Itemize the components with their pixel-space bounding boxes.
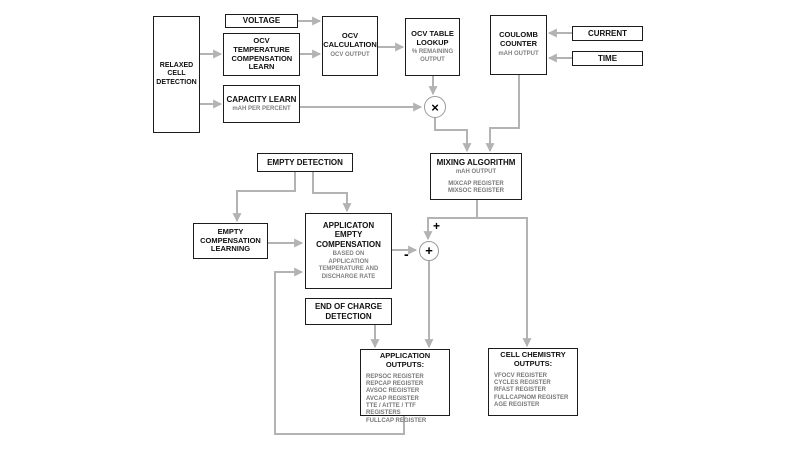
node-subtitle: % REMAINING OUTPUT: [411, 49, 454, 63]
node-subtitle: BASED ON APPLICATION TEMPERATURE AND DIS…: [318, 251, 379, 280]
summer-negative-label: -: [404, 246, 409, 262]
register-item: AVCAP REGISTER: [366, 395, 419, 402]
register-item: RFAST REGISTER: [494, 387, 547, 394]
node-empty-compensation-learning: EMPTY COMPENSATION LEARNING: [193, 223, 268, 259]
summer-node: +: [419, 241, 439, 261]
node-current: CURRENT: [572, 26, 643, 41]
register-item: TTE / AtTTE / TTF REGISTERS: [366, 402, 416, 417]
node-title: CAPACITY LEARN: [226, 94, 297, 104]
register-item: MIXCAP REGISTER: [448, 180, 504, 187]
node-time: TIME: [572, 51, 643, 66]
node-title: MIXING ALGORITHM: [436, 157, 516, 167]
node-title: EMPTY DETECTION: [267, 157, 343, 167]
node-title: OCV TEMPERATURE COMPENSATION LEARN: [231, 35, 293, 72]
node-subtitle: OCV OUTPUT: [330, 52, 370, 59]
node-title: OCV TABLE LOOKUP: [411, 28, 454, 47]
connector-emptydet-to-appemptycomp: [312, 172, 352, 213]
node-end-of-charge-detection: END OF CHARGE DETECTION: [305, 298, 392, 325]
node-voltage: VOLTAGE: [225, 14, 298, 28]
node-subtitle: mAH OUTPUT: [455, 169, 497, 176]
register-item: REPCAP REGISTER: [366, 381, 424, 387]
node-subtitle: mAH PER PERCENT: [232, 105, 291, 112]
node-application-empty-compensation: APPLICATON EMPTY COMPENSATION BASED ON A…: [305, 213, 392, 289]
node-title: CURRENT: [587, 28, 628, 38]
multiply-icon: ×: [431, 99, 439, 115]
register-item: FULLCAP REGISTER: [366, 417, 427, 424]
register-item: VFOCV REGISTER: [494, 372, 548, 379]
node-title: TIME: [597, 53, 618, 63]
connector-mixing-to-cellchem: [477, 217, 532, 348]
node-title: COULOMB COUNTER: [499, 30, 538, 49]
node-subtitle: mAH OUTPUT: [498, 51, 539, 58]
node-relaxed-cell-detection: RELAXED CELL DETECTION: [153, 16, 200, 133]
node-title: EMPTY COMPENSATION LEARNING: [200, 226, 261, 254]
node-mixing-algorithm: MIXING ALGORITHM mAH OUTPUT MIXCAP REGIS…: [430, 153, 522, 200]
node-title: CELL CHEMISTRY OUTPUTS:: [500, 350, 566, 368]
register-item: REPSOC REGISTER: [366, 373, 424, 380]
register-item: AGE REGISTER: [494, 401, 540, 408]
register-item: CYCLES REGISTER: [494, 380, 551, 386]
node-title: APPLICATION OUTPUTS:: [379, 351, 431, 369]
node-empty-detection: EMPTY DETECTION: [257, 153, 353, 172]
register-item: MIXSOC REGISTER: [447, 187, 504, 194]
summer-positive-label: +: [433, 219, 441, 233]
connector-coulomb-to-mixing: [485, 75, 520, 153]
multiplier-node: ×: [424, 96, 446, 118]
register-item: AVSOC REGISTER: [366, 388, 420, 395]
node-ocv-calculation: OCV CALCULATION OCV OUTPUT: [322, 16, 378, 76]
node-title: END OF CHARGE DETECTION: [314, 302, 383, 321]
plus-icon: +: [425, 243, 433, 258]
node-ocv-table-lookup: OCV TABLE LOOKUP % REMAINING OUTPUT: [405, 18, 460, 76]
connector-emptydet-to-emptycomplearn: [232, 172, 296, 223]
node-coulomb-counter: COULOMB COUNTER mAH OUTPUT: [490, 15, 547, 75]
register-item: FULLCAPNOM REGISTER: [494, 394, 569, 401]
node-title: APPLICATON EMPTY COMPENSATION: [316, 220, 381, 249]
node-capacity-learn: CAPACITY LEARN mAH PER PERCENT: [223, 85, 300, 123]
node-title: RELAXED CELL DETECTION: [156, 62, 197, 86]
node-title: OCV CALCULATION: [323, 31, 377, 50]
node-ocv-temperature-compensation-learn: OCV TEMPERATURE COMPENSATION LEARN: [223, 33, 300, 76]
node-title: VOLTAGE: [242, 16, 281, 26]
connector-multiplier-to-mixing: [434, 118, 472, 153]
